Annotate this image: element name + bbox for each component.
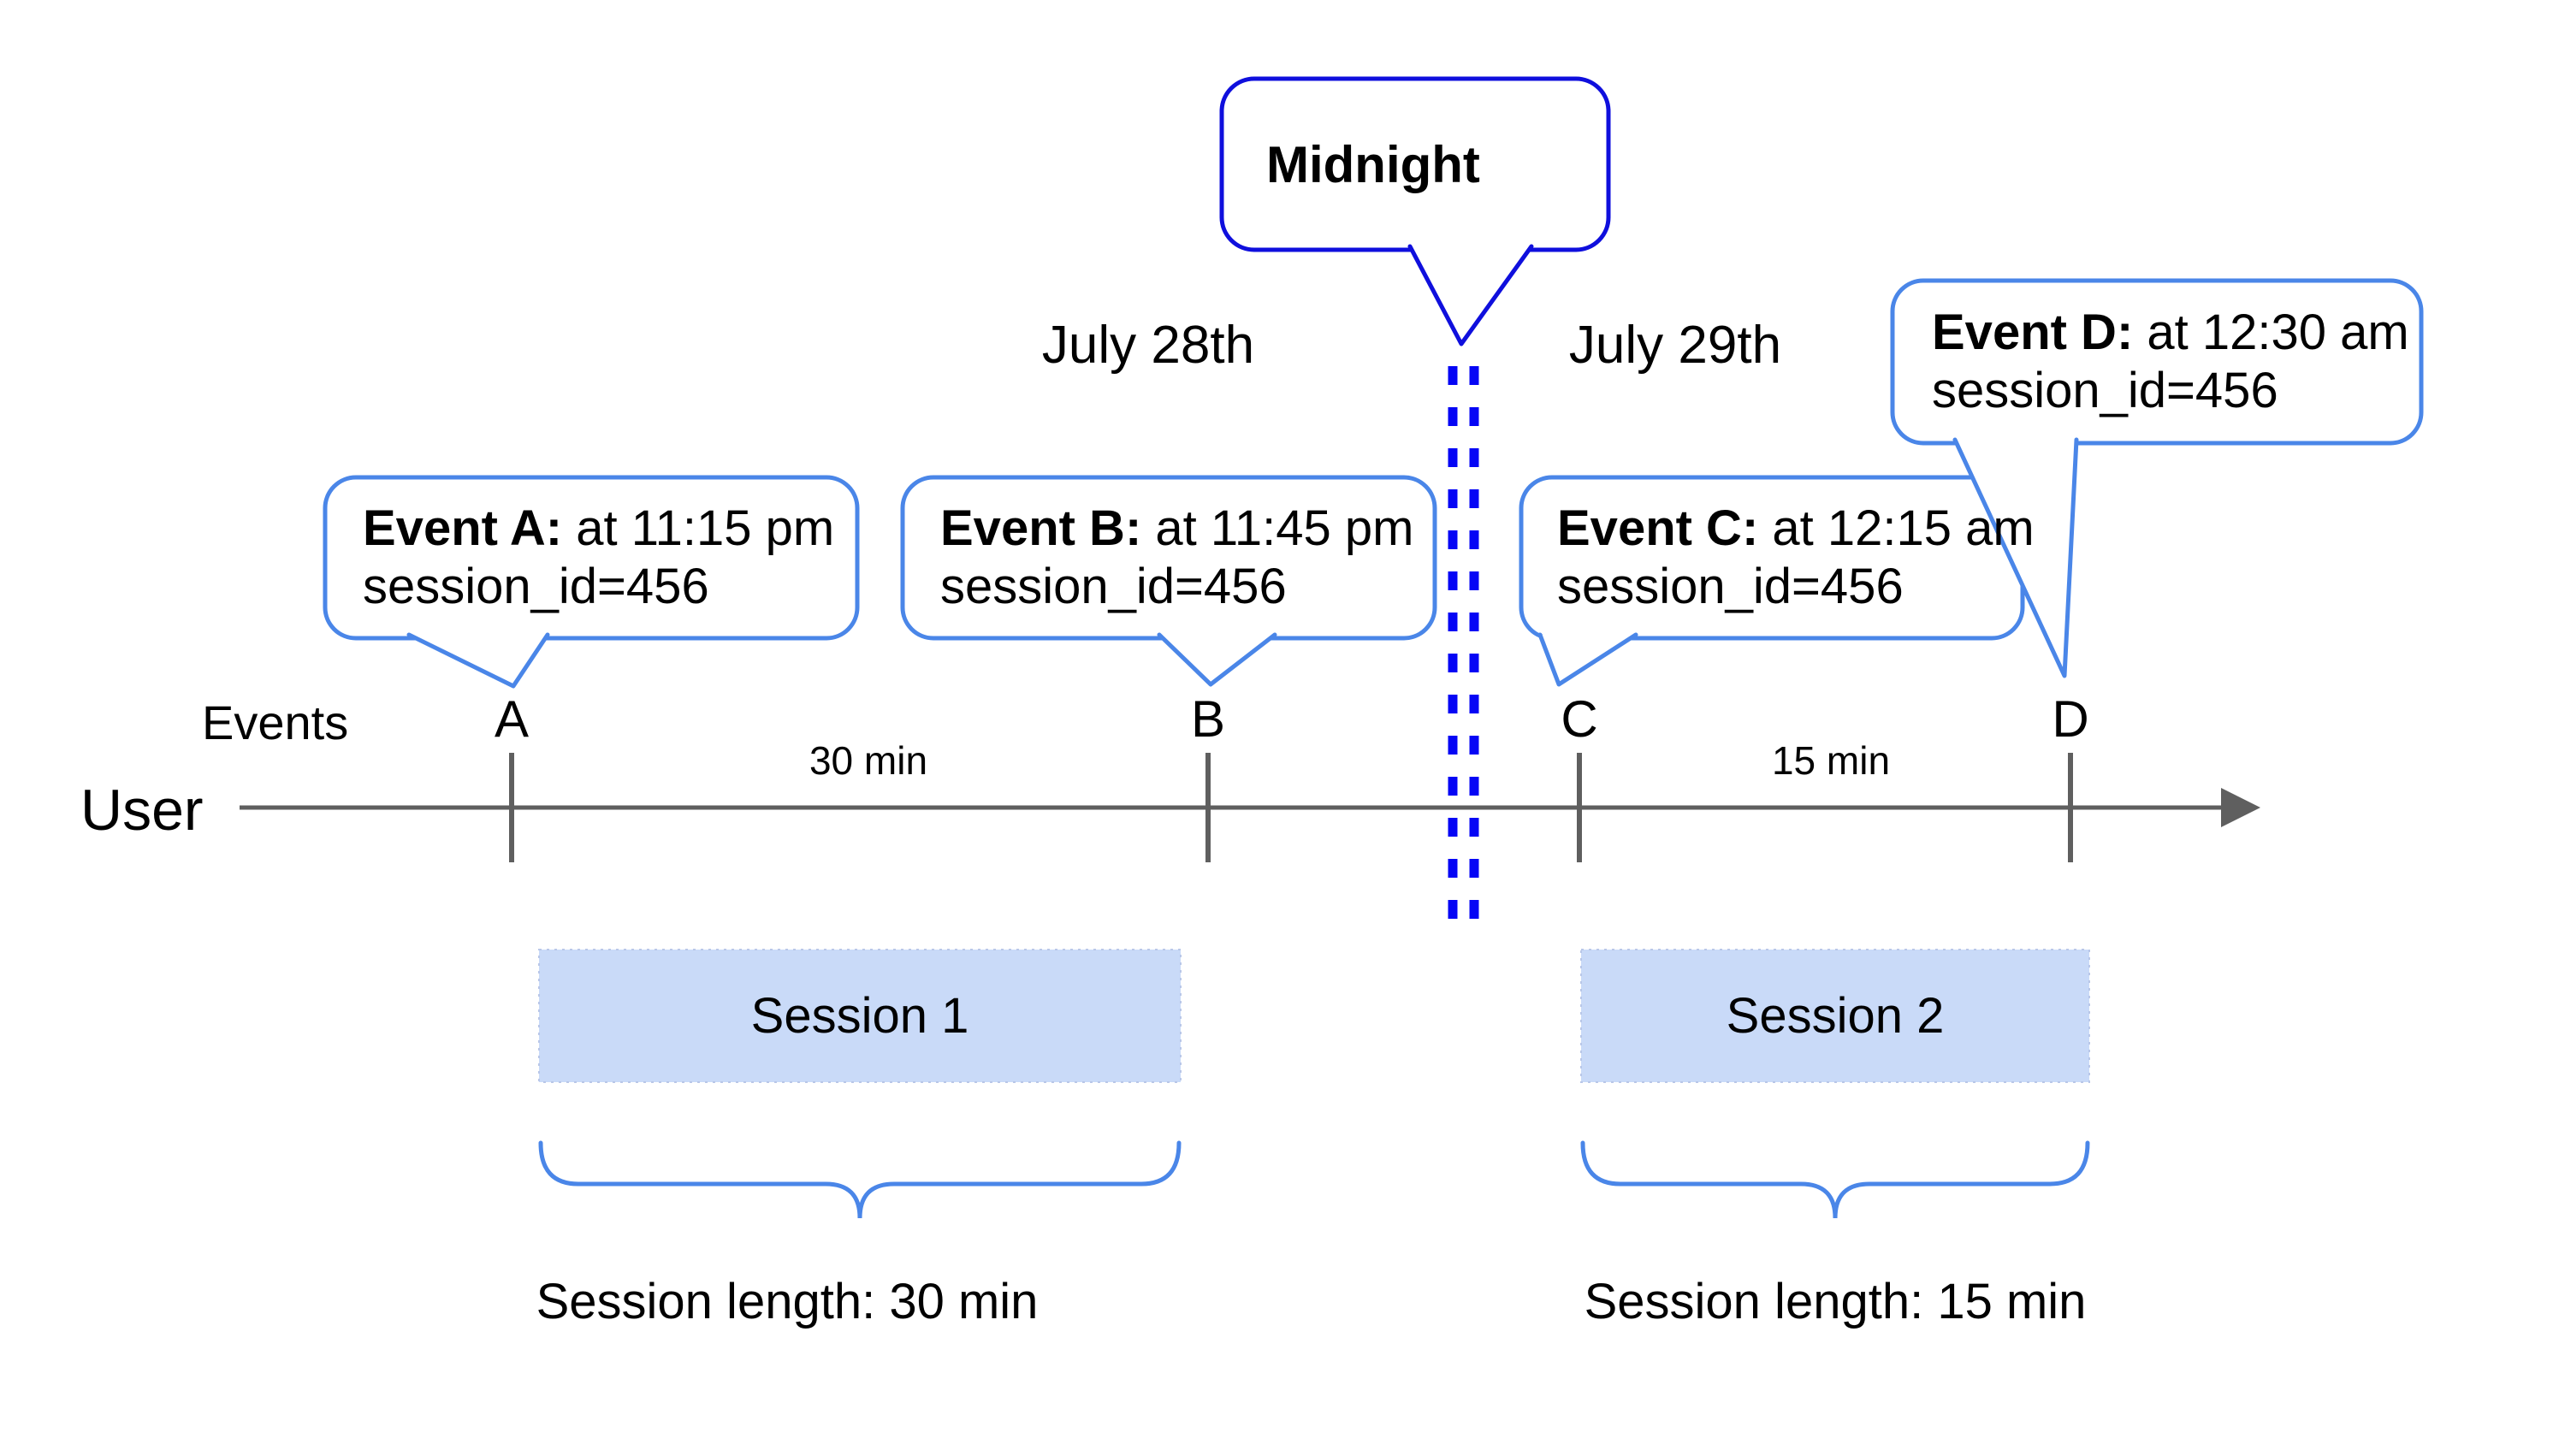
tick-label-a: A — [494, 690, 530, 748]
event-d-time: at 12:30 am — [2133, 305, 2409, 360]
event-b-line-1: Event B: at 11:45 pm — [940, 500, 1413, 558]
event-a-bubble: Event A: at 11:15 pm session_id=456 — [363, 477, 834, 638]
session-2-length-label: Session length: 15 min — [1584, 1274, 2087, 1329]
event-a-line-1: Event A: at 11:15 pm — [363, 500, 834, 558]
event-b-bubble-tail — [1157, 632, 1277, 687]
event-b-session-id: session_id=456 — [940, 559, 1287, 614]
session-2-brace — [1580, 1140, 2090, 1219]
event-d-bubble: Event D: at 12:30 am session_id=456 — [1932, 281, 2409, 443]
session-1-brace — [538, 1140, 1182, 1219]
event-b-time: at 11:45 pm — [1141, 500, 1414, 556]
event-d-title: Event D: — [1932, 305, 2134, 360]
event-c-bubble-tail — [1537, 632, 1638, 687]
session-1-box — [538, 949, 1182, 1083]
event-d-session-id: session_id=456 — [1932, 363, 2278, 418]
event-c-bubble: Event C: at 12:15 am session_id=456 — [1557, 477, 2035, 638]
tick-label-b: B — [1190, 690, 1226, 748]
event-b-title: Event B: — [940, 500, 1142, 556]
event-c-session-id: session_id=456 — [1557, 559, 1904, 614]
user-row-label: User — [80, 778, 204, 843]
session-1-length-label: Session length: 30 min — [536, 1274, 1039, 1329]
midnight-label: Midnight — [1266, 135, 1480, 193]
tick-label-d: D — [2052, 690, 2089, 748]
event-d-line-1: Event D: at 12:30 am — [1932, 304, 2409, 362]
event-a-time: at 11:15 pm — [562, 500, 835, 556]
midnight-bubble: Midnight — [1222, 79, 1608, 250]
event-c-title: Event C: — [1557, 500, 1759, 556]
interval-30-min: 30 min — [809, 738, 928, 783]
midnight-bubble-tail — [1407, 244, 1534, 346]
date-label-july-29: July 29th — [1568, 316, 1782, 375]
events-row-label: Events — [202, 695, 349, 749]
session-2-box — [1580, 949, 2090, 1083]
event-c-line-1: Event C: at 12:15 am — [1557, 500, 2035, 558]
session-2-label: Session 2 — [1726, 988, 1945, 1044]
event-a-title: Event A: — [363, 500, 563, 556]
event-d-bubble-shape — [1890, 278, 2424, 446]
arrowhead-icon — [2221, 788, 2260, 827]
tick-label-c: C — [1561, 690, 1598, 748]
event-b-bubble: Event B: at 11:45 pm session_id=456 — [940, 477, 1413, 638]
session-1-label: Session 1 — [750, 988, 969, 1044]
event-c-time: at 12:15 am — [1758, 500, 2035, 556]
event-d-bubble-tail — [1952, 437, 2079, 678]
event-a-bubble-shape — [323, 475, 860, 641]
interval-15-min: 15 min — [1771, 738, 1891, 783]
event-a-bubble-tail — [406, 632, 550, 689]
date-label-july-28: July 28th — [1041, 316, 1255, 375]
event-a-session-id: session_id=456 — [363, 559, 709, 614]
